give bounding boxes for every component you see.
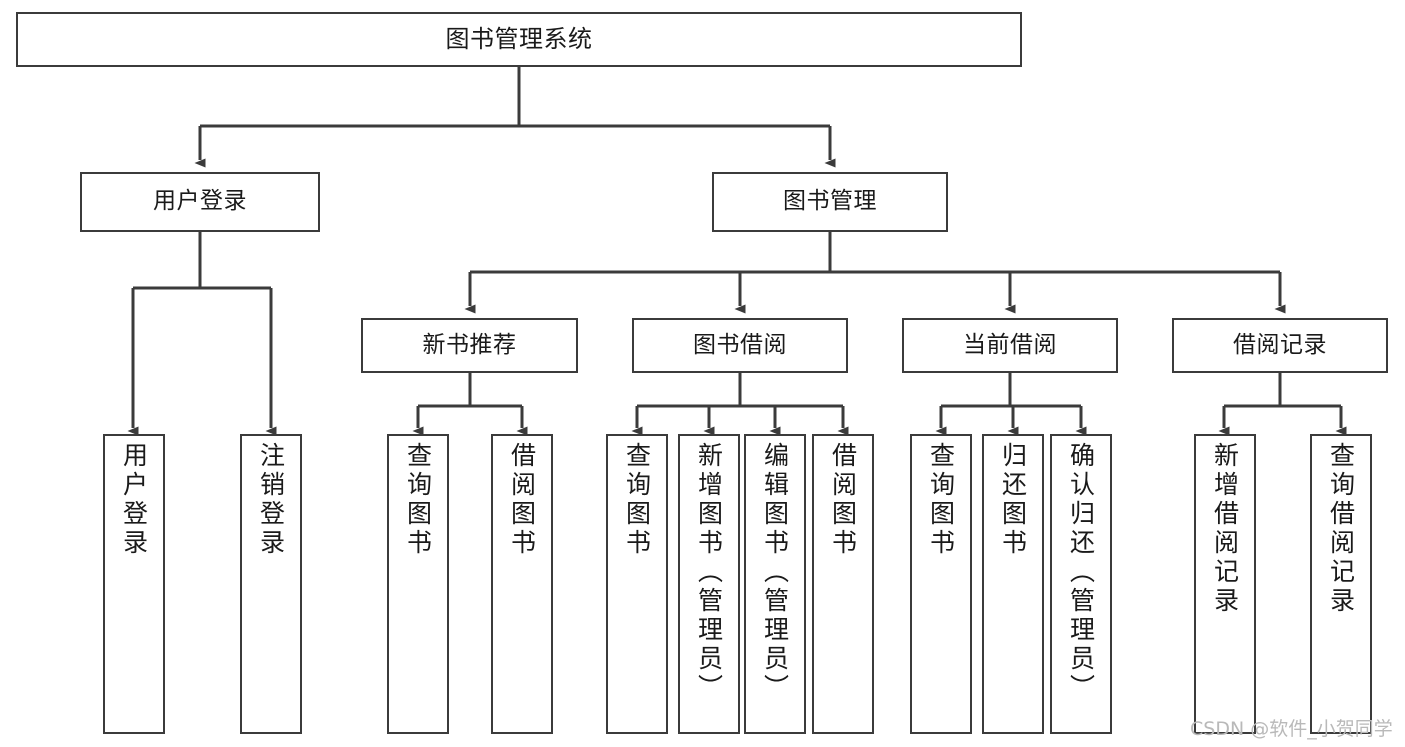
leaf-query-record-label: 查询借阅记录 xyxy=(1326,442,1356,616)
node-borrow-record-label: 借阅记录 xyxy=(1233,331,1327,358)
leaf-edit-book[interactable]: 编辑图书（管理员） xyxy=(744,434,806,734)
leaf-borrow-book-2-label: 借阅图书 xyxy=(828,442,858,558)
node-current-borrow[interactable]: 当前借阅 xyxy=(902,318,1118,373)
leaf-user-login-label: 用户登录 xyxy=(119,442,149,558)
node-root[interactable]: 图书管理系统 xyxy=(16,12,1022,67)
leaf-query-book-1[interactable]: 查询图书 xyxy=(387,434,449,734)
leaf-query-book-3-label: 查询图书 xyxy=(926,442,956,558)
node-current-borrow-label: 当前借阅 xyxy=(963,331,1057,358)
node-user-login-label: 用户登录 xyxy=(153,188,247,215)
node-book-borrow-label: 图书借阅 xyxy=(693,331,787,358)
leaf-query-book-3[interactable]: 查询图书 xyxy=(910,434,972,734)
leaf-return-book[interactable]: 归还图书 xyxy=(982,434,1044,734)
node-book-borrow[interactable]: 图书借阅 xyxy=(632,318,848,373)
node-user-login[interactable]: 用户登录 xyxy=(80,172,320,232)
leaf-query-book-2-label: 查询图书 xyxy=(622,442,652,558)
leaf-confirm-return[interactable]: 确认归还（管理员） xyxy=(1050,434,1112,734)
node-new-book-recommend[interactable]: 新书推荐 xyxy=(361,318,578,373)
leaf-add-book-label: 新增图书（管理员） xyxy=(694,442,724,703)
leaf-logout-label: 注销登录 xyxy=(256,442,286,558)
leaf-borrow-book-2[interactable]: 借阅图书 xyxy=(812,434,874,734)
leaf-add-book[interactable]: 新增图书（管理员） xyxy=(678,434,740,734)
node-book-manage-label: 图书管理 xyxy=(783,188,877,215)
leaf-edit-book-label: 编辑图书（管理员） xyxy=(760,442,790,703)
node-borrow-record[interactable]: 借阅记录 xyxy=(1172,318,1388,373)
leaf-query-book-1-label: 查询图书 xyxy=(403,442,433,558)
leaf-borrow-book-1[interactable]: 借阅图书 xyxy=(491,434,553,734)
csdn-watermark: CSDN @软件_小贺同学 xyxy=(1190,718,1393,740)
leaf-user-login[interactable]: 用户登录 xyxy=(103,434,165,734)
node-new-book-recommend-label: 新书推荐 xyxy=(422,331,517,358)
leaf-add-record-label: 新增借阅记录 xyxy=(1210,442,1240,616)
leaf-logout[interactable]: 注销登录 xyxy=(240,434,302,734)
node-root-label: 图书管理系统 xyxy=(445,25,593,54)
leaf-query-record[interactable]: 查询借阅记录 xyxy=(1310,434,1372,734)
leaf-query-book-2[interactable]: 查询图书 xyxy=(606,434,668,734)
leaf-return-book-label: 归还图书 xyxy=(998,442,1028,558)
leaf-borrow-book-1-label: 借阅图书 xyxy=(507,442,537,558)
leaf-confirm-return-label: 确认归还（管理员） xyxy=(1066,442,1096,703)
leaf-add-record[interactable]: 新增借阅记录 xyxy=(1194,434,1256,734)
node-book-manage[interactable]: 图书管理 xyxy=(712,172,948,232)
